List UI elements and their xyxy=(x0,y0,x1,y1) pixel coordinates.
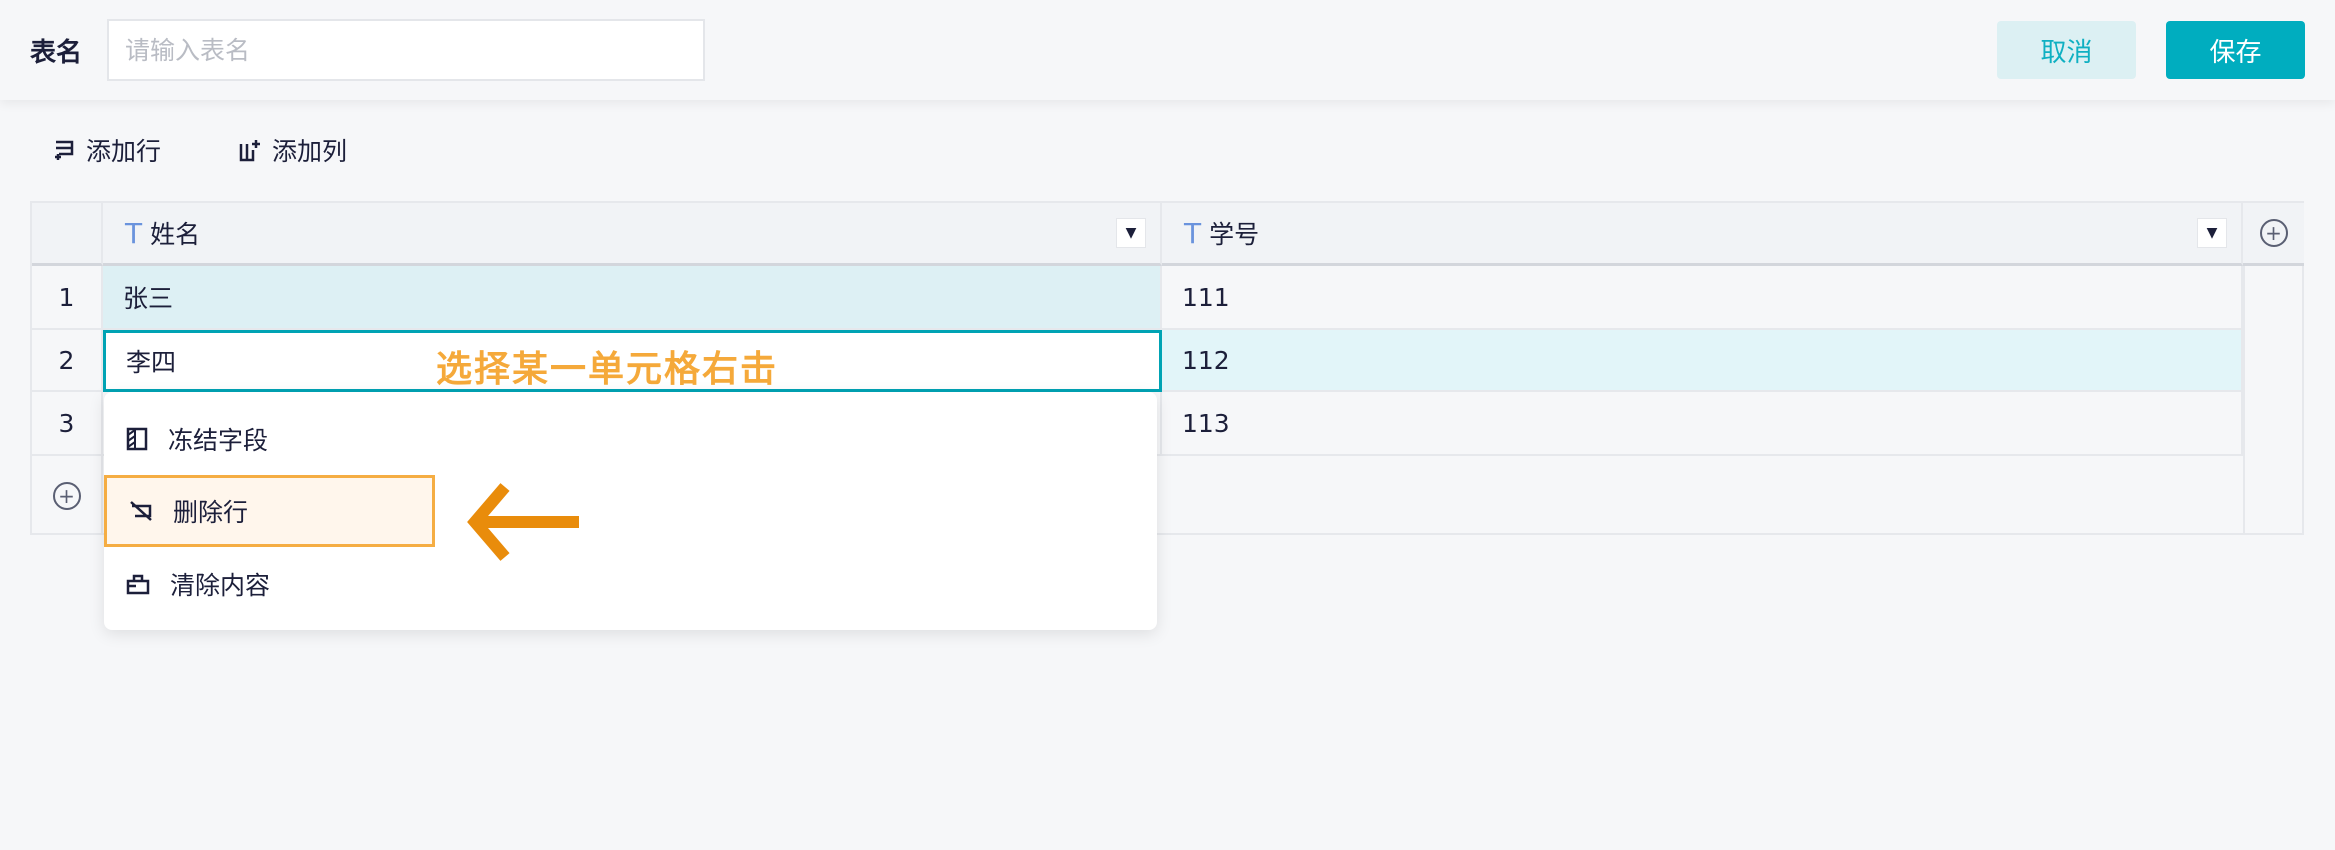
add-row-label: 添加行 xyxy=(86,137,162,166)
menu-item-label: 删除行 xyxy=(173,498,249,527)
menu-item-delete-row[interactable]: 删除行 xyxy=(104,475,435,547)
pointer-arrow-icon xyxy=(460,475,590,570)
add-column-icon xyxy=(239,140,260,162)
column-dropdown-icon[interactable]: ▼ xyxy=(1116,218,1146,248)
menu-item-clear-content[interactable]: 清除内容 xyxy=(104,548,270,620)
column-header-name[interactable]: T 姓名 ▼ xyxy=(103,203,1162,266)
clear-icon xyxy=(126,574,150,595)
save-button[interactable]: 保存 xyxy=(2166,21,2305,79)
menu-item-freeze-field[interactable]: 冻结字段 xyxy=(104,403,268,475)
column-header-label: 姓名 xyxy=(150,220,201,249)
table-name-input[interactable] xyxy=(107,19,705,81)
selected-table-cell[interactable]: 李四 xyxy=(103,330,1162,392)
table-cell[interactable]: 112 xyxy=(1162,330,2243,392)
menu-item-label: 冻结字段 xyxy=(168,426,269,455)
add-row-inline-button[interactable]: + xyxy=(32,456,103,535)
add-column-label: 添加列 xyxy=(272,137,348,166)
table-cell[interactable]: 张三 xyxy=(103,266,1162,330)
context-menu: 冻结字段 删除行 清除内容 xyxy=(104,392,1157,630)
plus-circle-icon: + xyxy=(52,481,81,510)
row-index: 1 xyxy=(32,266,103,330)
menu-item-label: 清除内容 xyxy=(170,571,271,600)
add-column-header-button[interactable]: + xyxy=(2243,203,2304,266)
freeze-icon xyxy=(126,427,148,451)
row-index: 3 xyxy=(32,392,103,456)
add-row-button[interactable]: 添加行 xyxy=(52,132,161,168)
annotation-text: 选择某一单元格右击 xyxy=(436,349,779,390)
column-header-id[interactable]: T 学号 ▼ xyxy=(1162,203,2243,266)
table-name-label: 表名 xyxy=(30,38,83,68)
add-column-button[interactable]: 添加列 xyxy=(238,132,347,168)
plus-circle-icon: + xyxy=(2259,219,2288,247)
row-index: 2 xyxy=(32,330,103,392)
corner-cell xyxy=(32,203,103,266)
text-type-icon: T xyxy=(125,216,143,250)
text-type-icon: T xyxy=(1184,216,1202,250)
table-cell[interactable]: 111 xyxy=(1162,266,2243,330)
delete-row-icon xyxy=(130,501,152,521)
column-header-label: 学号 xyxy=(1209,220,1260,249)
add-row-icon xyxy=(55,140,74,160)
table-cell[interactable]: 113 xyxy=(1162,392,2243,456)
cancel-button[interactable]: 取消 xyxy=(1997,21,2136,79)
column-divider xyxy=(2243,266,2245,535)
column-dropdown-icon[interactable]: ▼ xyxy=(2197,218,2227,248)
header: 表名 取消 保存 xyxy=(0,0,2335,100)
